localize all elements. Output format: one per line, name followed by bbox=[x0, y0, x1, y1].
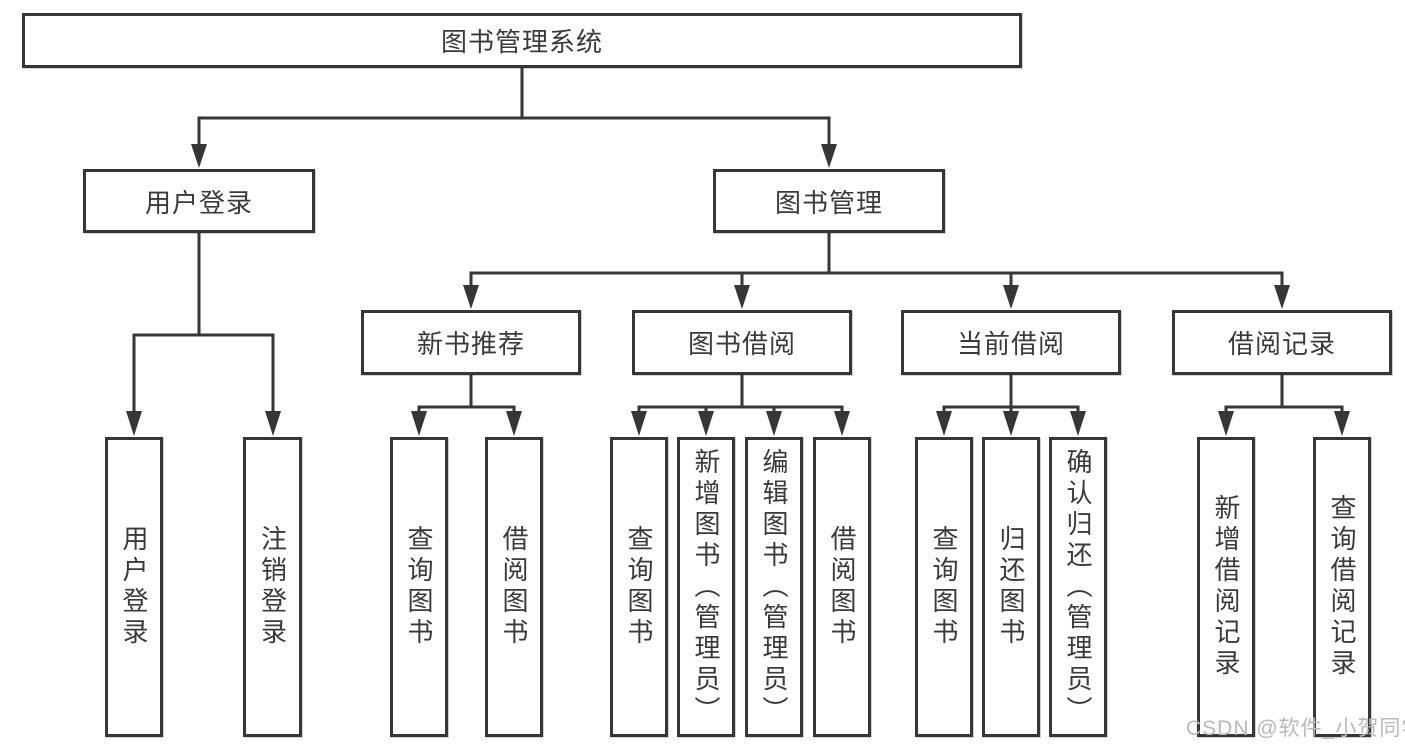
node-user-login-label: 用户登录 bbox=[144, 187, 253, 218]
node-book-management-label: 图书管理 bbox=[774, 187, 883, 218]
connector-book-borrow-branch bbox=[637, 373, 844, 416]
leaf-borrow-edit-books-admin: 编辑图书（管理员） bbox=[745, 437, 803, 737]
node-current-borrow-label: 当前借阅 bbox=[956, 329, 1065, 359]
leaf-newbooks-borrow-books-label: 借阅图书 bbox=[499, 525, 529, 649]
leaf-borrow-add-books-admin-label: 新增图书（管理员） bbox=[691, 447, 721, 727]
connector-root-to-level2 bbox=[197, 66, 831, 148]
leaf-borrow-query-books: 查询图书 bbox=[610, 437, 668, 737]
leaf-records-add-record-label: 新增借阅记录 bbox=[1211, 494, 1241, 680]
leaf-current-return-books: 归还图书 bbox=[982, 437, 1040, 737]
leaf-borrow-borrow-books-label: 借阅图书 bbox=[827, 525, 857, 649]
node-borrow-records-label: 借阅记录 bbox=[1227, 329, 1336, 359]
node-book-borrow: 图书借阅 bbox=[632, 310, 852, 375]
node-book-borrow-label: 图书借阅 bbox=[687, 329, 796, 359]
leaf-current-confirm-return-admin: 确认归还（管理员） bbox=[1049, 437, 1107, 737]
leaf-records-add-record: 新增借阅记录 bbox=[1197, 437, 1255, 737]
connector-current-borrow-branch bbox=[942, 373, 1080, 416]
node-library-system-label: 图书管理系统 bbox=[440, 27, 603, 57]
connector-borrow-records-branch bbox=[1224, 373, 1344, 416]
node-book-management: 图书管理 bbox=[713, 169, 945, 233]
watermark: CSDN @软件_小贺同学 bbox=[1186, 717, 1405, 740]
leaf-borrow-add-books-admin: 新增图书（管理员） bbox=[677, 437, 735, 737]
leaf-logout-label: 注销登录 bbox=[257, 525, 288, 649]
leaf-user-login-label: 用户登录 bbox=[119, 525, 149, 649]
leaf-logout: 注销登录 bbox=[243, 437, 302, 737]
connector-book-management-branch bbox=[469, 231, 1284, 290]
leaf-current-query-books: 查询图书 bbox=[915, 437, 973, 737]
leaf-records-query-record-label: 查询借阅记录 bbox=[1327, 494, 1357, 680]
node-borrow-records: 借阅记录 bbox=[1172, 310, 1392, 375]
leaf-current-query-books-label: 查询图书 bbox=[929, 525, 959, 649]
node-new-book-recommend: 新书推荐 bbox=[361, 310, 581, 375]
leaf-borrow-borrow-books: 借阅图书 bbox=[813, 437, 871, 737]
leaf-newbooks-borrow-books: 借阅图书 bbox=[485, 437, 543, 737]
node-library-system: 图书管理系统 bbox=[22, 13, 1022, 68]
leaf-newbooks-query-books: 查询图书 bbox=[390, 437, 448, 737]
leaf-user-login: 用户登录 bbox=[105, 437, 163, 737]
leaf-borrow-edit-books-admin-label: 编辑图书（管理员） bbox=[759, 447, 789, 727]
leaf-newbooks-query-books-label: 查询图书 bbox=[404, 525, 434, 649]
leaf-current-return-books-label: 归还图书 bbox=[996, 525, 1026, 649]
node-current-borrow: 当前借阅 bbox=[901, 310, 1121, 375]
leaf-borrow-query-books-label: 查询图书 bbox=[624, 525, 654, 649]
connector-user-login-branch bbox=[132, 231, 275, 416]
node-user-login: 用户登录 bbox=[83, 169, 315, 233]
leaf-records-query-record: 查询借阅记录 bbox=[1313, 437, 1371, 737]
node-new-book-recommend-label: 新书推荐 bbox=[416, 329, 525, 359]
leaf-current-confirm-return-admin-label: 确认归还（管理员） bbox=[1063, 447, 1093, 727]
connector-new-book-branch bbox=[417, 373, 516, 416]
